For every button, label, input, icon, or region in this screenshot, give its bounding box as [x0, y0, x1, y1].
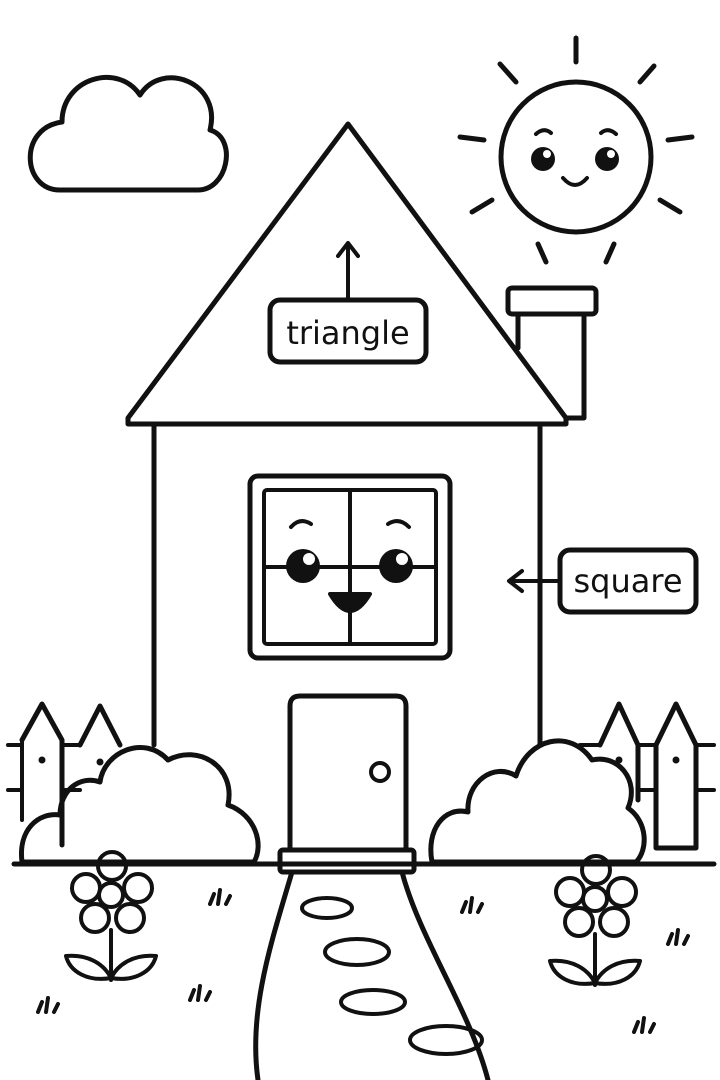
roof-triangle	[125, 121, 569, 427]
triangle-label: triangle	[267, 241, 429, 365]
cloud-icon	[27, 75, 229, 193]
grass-tuft-icon	[36, 888, 690, 1034]
chimney	[505, 285, 599, 421]
bush-icon	[428, 738, 647, 865]
flower-icon	[64, 850, 158, 982]
sun-icon	[457, 35, 695, 265]
flower-icon	[548, 854, 642, 987]
bush-icon	[19, 745, 261, 865]
window	[247, 473, 453, 661]
fence-icon	[578, 701, 716, 851]
square-label-text: square	[573, 562, 682, 600]
triangle-label-text: triangle	[286, 314, 409, 352]
square-label: square	[507, 547, 699, 615]
door	[277, 693, 417, 875]
house-wall	[151, 421, 543, 748]
garden-path	[253, 869, 491, 1080]
